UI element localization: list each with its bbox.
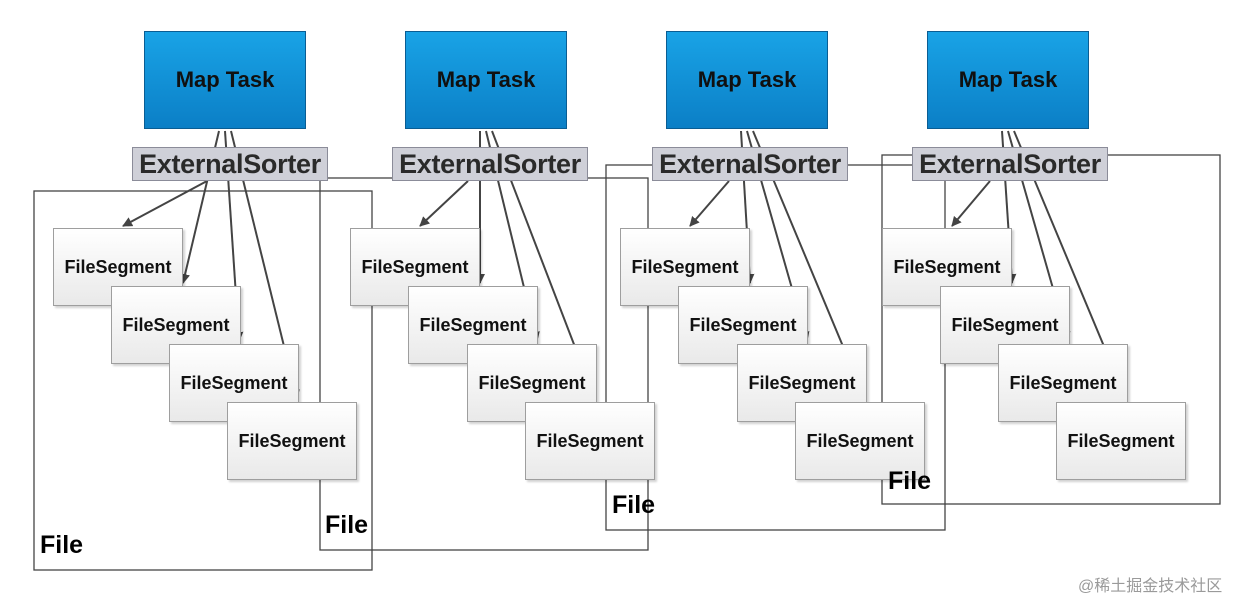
segment-label: FileSegment (1067, 430, 1175, 451)
file-label-2: File (325, 511, 369, 539)
map-task-label: Map Task (697, 67, 797, 92)
segment-label: FileSegment (361, 256, 469, 277)
file-segment-4-4: FileSegment (1056, 402, 1186, 480)
sorter-label: ExternalSorter (919, 148, 1101, 179)
segment-label: FileSegment (536, 430, 644, 451)
map-task-3: Map Task (666, 31, 828, 129)
segment-label: FileSegment (122, 314, 230, 335)
segment-label: FileSegment (893, 256, 1001, 277)
segment-label: FileSegment (64, 256, 172, 277)
file-segment-2-4: FileSegment (525, 402, 655, 480)
segment-label: FileSegment (238, 430, 346, 451)
map-task-label: Map Task (175, 67, 275, 92)
segment-label: FileSegment (748, 372, 856, 393)
segment-label: FileSegment (180, 372, 288, 393)
segment-label: FileSegment (1009, 372, 1117, 393)
segment-label: FileSegment (419, 314, 527, 335)
map-task-4: Map Task (927, 31, 1089, 129)
external-sorter-1: ExternalSorter (132, 147, 328, 181)
external-sorter-4: ExternalSorter (912, 147, 1108, 181)
file-segment-3-4: FileSegment (795, 402, 925, 480)
sorter-label: ExternalSorter (659, 148, 841, 179)
map-task-1: Map Task (144, 31, 306, 129)
sorter-label: ExternalSorter (399, 148, 581, 179)
segment-label: FileSegment (951, 314, 1059, 335)
file-label-1: File (40, 531, 84, 559)
arrow-4-1 (951, 180, 991, 227)
arrow-2-1 (419, 180, 469, 227)
file-outline-1 (33, 190, 373, 571)
segment-label: FileSegment (806, 430, 914, 451)
map-task-2: Map Task (405, 31, 567, 129)
sorter-label: ExternalSorter (139, 148, 321, 179)
map-task-label: Map Task (436, 67, 536, 92)
arrow-1-1 (122, 180, 208, 227)
arrow-3-1 (689, 180, 730, 227)
file-segment-1-4: FileSegment (227, 402, 357, 480)
segment-label: FileSegment (631, 256, 739, 277)
external-sorter-2: ExternalSorter (392, 147, 588, 181)
file-label-4: File (888, 467, 932, 495)
segment-label: FileSegment (689, 314, 797, 335)
map-task-label: Map Task (958, 67, 1058, 92)
watermark: @稀土掘金技术社区 (1078, 578, 1223, 595)
external-sorter-3: ExternalSorter (652, 147, 848, 181)
segment-label: FileSegment (478, 372, 586, 393)
file-label-3: File (612, 491, 656, 519)
